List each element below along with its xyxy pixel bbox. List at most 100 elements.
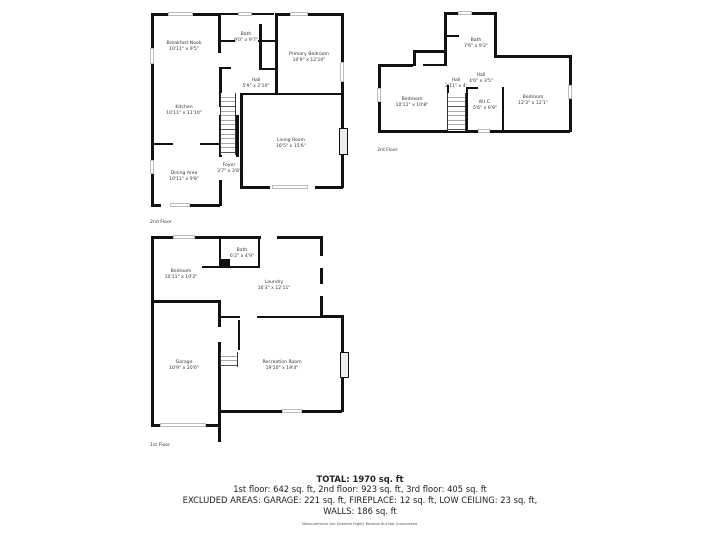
window bbox=[160, 423, 206, 427]
window bbox=[458, 11, 472, 15]
wall bbox=[341, 13, 344, 188]
wall bbox=[275, 13, 343, 16]
wall bbox=[240, 93, 243, 188]
wall bbox=[219, 259, 230, 266]
room-dims: 5'9" x 2'10" bbox=[242, 84, 270, 89]
wall bbox=[466, 87, 478, 89]
window bbox=[238, 12, 252, 16]
wall bbox=[378, 130, 570, 133]
wall bbox=[252, 13, 274, 15]
room-dims: 10'11" x 10'2" bbox=[164, 275, 198, 280]
room-name: Living Room bbox=[276, 138, 306, 143]
wall bbox=[444, 12, 447, 66]
room-dims: 2'11" x 4' bbox=[445, 84, 467, 89]
wall bbox=[218, 408, 221, 427]
wall bbox=[151, 13, 169, 16]
window bbox=[173, 235, 195, 239]
wall bbox=[494, 12, 497, 58]
room-name: Bath bbox=[240, 32, 252, 37]
room-dims: 4'6" x 3'5" bbox=[468, 79, 494, 84]
room-name: Breakfast Nook bbox=[166, 41, 202, 46]
floor-label-1st: 1st Floor bbox=[150, 443, 171, 448]
room-dims: 10'11" x 9'5" bbox=[169, 47, 199, 52]
wall bbox=[151, 13, 154, 206]
wall bbox=[277, 236, 322, 239]
wall bbox=[240, 93, 342, 95]
stairs bbox=[220, 352, 238, 367]
wall bbox=[413, 50, 416, 66]
room-wic: W.I.C.5'6" x 6'9" bbox=[473, 100, 497, 112]
wall bbox=[151, 204, 161, 207]
floor-label-3rd: 3rd Floor bbox=[377, 148, 398, 153]
room-dims: 5'6" x 6'9" bbox=[472, 106, 498, 111]
wall bbox=[218, 342, 221, 442]
wall bbox=[219, 67, 222, 107]
window bbox=[272, 185, 308, 189]
wall bbox=[320, 268, 323, 284]
room-name: Recreation Room bbox=[262, 360, 302, 365]
window bbox=[290, 12, 308, 16]
wall bbox=[240, 186, 270, 189]
total-area: TOTAL: 1970 sq. ft bbox=[316, 474, 404, 484]
wall bbox=[238, 320, 240, 350]
room-dims: 16'3" x 12'11" bbox=[257, 286, 291, 291]
room-dims: 16'5" x 15'6" bbox=[276, 144, 306, 149]
room-name: Bath bbox=[236, 248, 248, 253]
wall bbox=[257, 316, 322, 318]
wall bbox=[219, 180, 222, 206]
window bbox=[150, 160, 154, 174]
wall bbox=[218, 13, 221, 53]
window bbox=[478, 129, 490, 133]
wall bbox=[236, 115, 239, 157]
room-dims: 7'6" x 9'2" bbox=[463, 44, 489, 49]
fireplace-icon bbox=[340, 352, 349, 378]
wall bbox=[275, 13, 278, 33]
window bbox=[168, 12, 193, 16]
room-dims: 3'7" x 3'8" bbox=[216, 169, 242, 174]
room-name: Bedroom bbox=[522, 95, 544, 100]
room-name: Laundry bbox=[264, 280, 284, 285]
room-dims: 10'11" x 10'8" bbox=[395, 103, 429, 108]
wall bbox=[378, 64, 413, 67]
walls-area-line: WALLS: 186 sq. ft bbox=[323, 506, 397, 516]
wall bbox=[218, 13, 238, 15]
wall bbox=[320, 315, 343, 318]
wall bbox=[151, 300, 220, 303]
wall bbox=[258, 40, 275, 42]
room-name: Hall bbox=[251, 78, 261, 83]
room-dims: 12'3" x 12'1" bbox=[518, 101, 548, 106]
room-dims: 10'11" x 11'10" bbox=[166, 111, 202, 116]
wall bbox=[218, 40, 235, 42]
disclaimer: Measurements Are Deemed Highly Reliable … bbox=[301, 522, 419, 526]
stairs bbox=[447, 93, 466, 131]
room-name: Primary Bedroom bbox=[289, 52, 329, 57]
window bbox=[282, 409, 302, 413]
room-name: Kitchen bbox=[175, 105, 193, 110]
wall bbox=[444, 12, 458, 15]
room-dims: 6'2" x 4'9" bbox=[229, 254, 255, 259]
wall bbox=[220, 316, 240, 318]
wall bbox=[190, 204, 220, 207]
wall bbox=[151, 236, 174, 239]
wall bbox=[258, 236, 260, 266]
window bbox=[340, 62, 344, 82]
room-name: W.I.C. bbox=[478, 100, 492, 105]
wall bbox=[447, 35, 459, 37]
room-name: Bedroom bbox=[170, 269, 192, 274]
wall bbox=[259, 24, 262, 69]
room-name: Bath bbox=[470, 38, 482, 43]
wall bbox=[413, 50, 445, 53]
room-name: Foyer bbox=[222, 163, 236, 168]
wall bbox=[219, 236, 221, 266]
wall bbox=[206, 424, 220, 427]
